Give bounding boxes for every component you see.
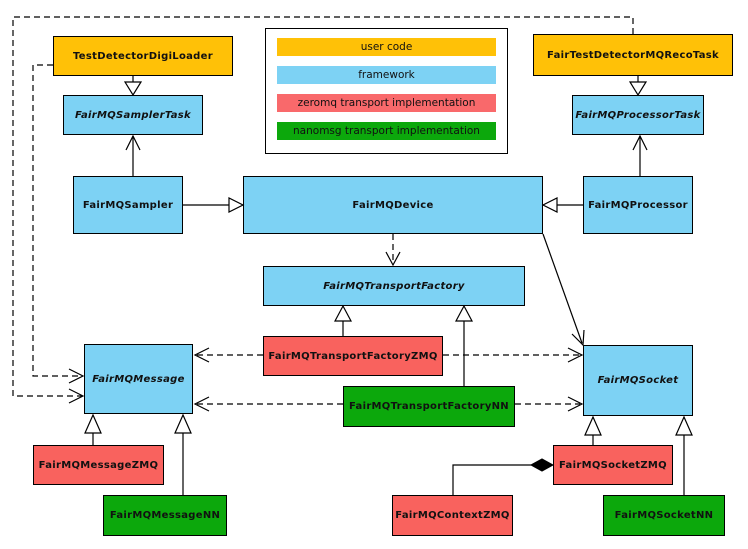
legend-label: zeromq transport implementation <box>297 97 476 109</box>
class-node-fairmqtransportfactory: FairMQTransportFactory <box>263 266 525 306</box>
edge-digiloader-samplertask <box>123 76 143 97</box>
legend-item-nanomsg: nanomsg transport implementation <box>277 122 496 140</box>
edge-tfzmq-message <box>193 347 263 363</box>
class-node-fairmqprocessor: FairMQProcessor <box>583 176 693 234</box>
class-node-testdetectordigiloader: TestDetectorDigiLoader <box>53 36 233 76</box>
legend-label: user code <box>360 41 413 53</box>
edge-device-socket <box>542 233 585 347</box>
legend: user code framework zeromq transport imp… <box>265 28 508 154</box>
edge-messagenn-message <box>174 413 192 495</box>
class-node-fairmqsampler: FairMQSampler <box>73 176 183 234</box>
edge-tfzmq-transportfactory <box>334 304 352 336</box>
edge-socketnn-socket <box>675 415 693 495</box>
class-node-fairmqsocket: FairMQSocket <box>583 345 693 416</box>
edge-sampler-samplertask <box>125 134 141 176</box>
class-node-fairtestdetectormqrecotask: FairTestDetectorMQRecoTask <box>533 34 733 76</box>
edge-socketzmq-socket <box>584 415 602 445</box>
class-node-fairmqsocketzmq: FairMQSocketZMQ <box>553 445 673 485</box>
edge-tfzmq-socket <box>443 347 584 363</box>
legend-item-user-code: user code <box>277 38 496 56</box>
legend-label: nanomsg transport implementation <box>293 125 480 137</box>
class-node-fairmqcontextzmq: FairMQContextZMQ <box>392 495 513 536</box>
class-node-fairmqmessagenn: FairMQMessageNN <box>103 495 227 536</box>
edge-recotask-processortask <box>628 76 648 97</box>
class-node-fairmqsocketnn: FairMQSocketNN <box>603 495 725 536</box>
class-node-fairmqtransportfactoryzmq: FairMQTransportFactoryZMQ <box>263 336 443 376</box>
legend-label: framework <box>358 69 415 81</box>
class-node-fairmqdevice: FairMQDevice <box>243 176 543 234</box>
class-node-fairmqprocessortask: FairMQProcessorTask <box>572 95 704 135</box>
edge-tfnn-transportfactory <box>455 304 473 386</box>
class-node-fairmqtransportfactorynn: FairMQTransportFactoryNN <box>343 386 515 427</box>
edge-tfnn-message <box>193 396 343 412</box>
legend-item-zeromq: zeromq transport implementation <box>277 94 496 112</box>
edge-contextzmq-socketzmq <box>452 458 555 495</box>
edge-messagezmq-message <box>84 413 102 445</box>
class-node-fairmqsamplertask: FairMQSamplerTask <box>63 95 203 135</box>
class-node-fairmqmessage: FairMQMessage <box>84 344 193 414</box>
class-node-fairmqmessagezmq: FairMQMessageZMQ <box>33 445 164 485</box>
edge-tfnn-socket <box>515 396 584 412</box>
edge-sampler-device <box>183 197 245 213</box>
edge-processor-device <box>541 197 583 213</box>
edge-device-transportfactory <box>385 234 401 267</box>
legend-item-framework: framework <box>277 66 496 84</box>
edge-processor-processortask <box>632 134 648 176</box>
